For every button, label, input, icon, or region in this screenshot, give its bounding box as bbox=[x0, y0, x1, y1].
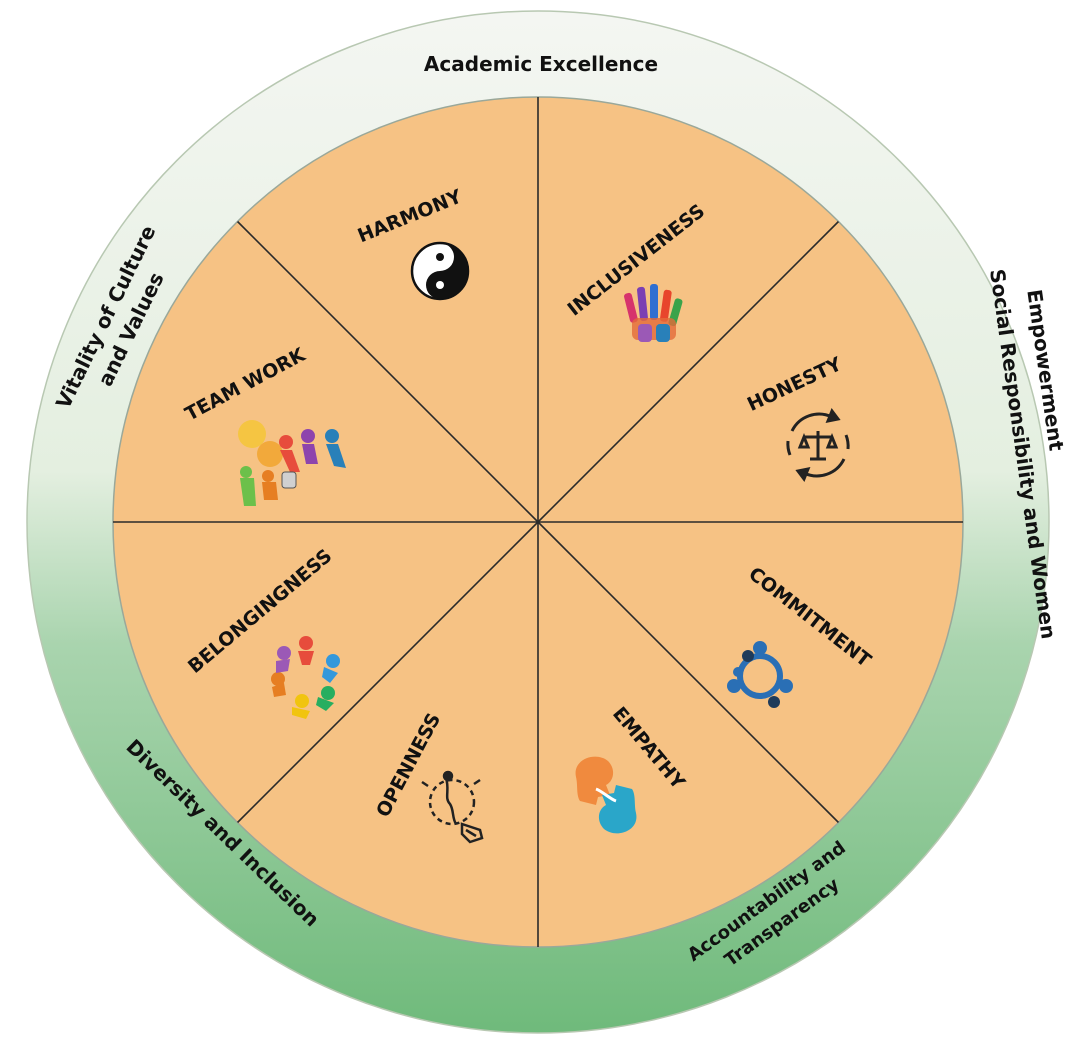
ring-label-academic-excellence: Academic Excellence bbox=[424, 52, 658, 76]
lightbulb-head-icon bbox=[421, 770, 484, 844]
people-circle-icon bbox=[727, 641, 793, 708]
balance-scale-cycle-icon bbox=[786, 407, 850, 483]
sector-dividers bbox=[113, 97, 963, 947]
team-people-icon bbox=[238, 420, 346, 506]
two-heads-icon bbox=[575, 756, 637, 834]
people-ring-icon bbox=[271, 636, 340, 719]
colorful-hands-icon bbox=[624, 284, 683, 342]
yin-yang-icon bbox=[410, 241, 470, 301]
